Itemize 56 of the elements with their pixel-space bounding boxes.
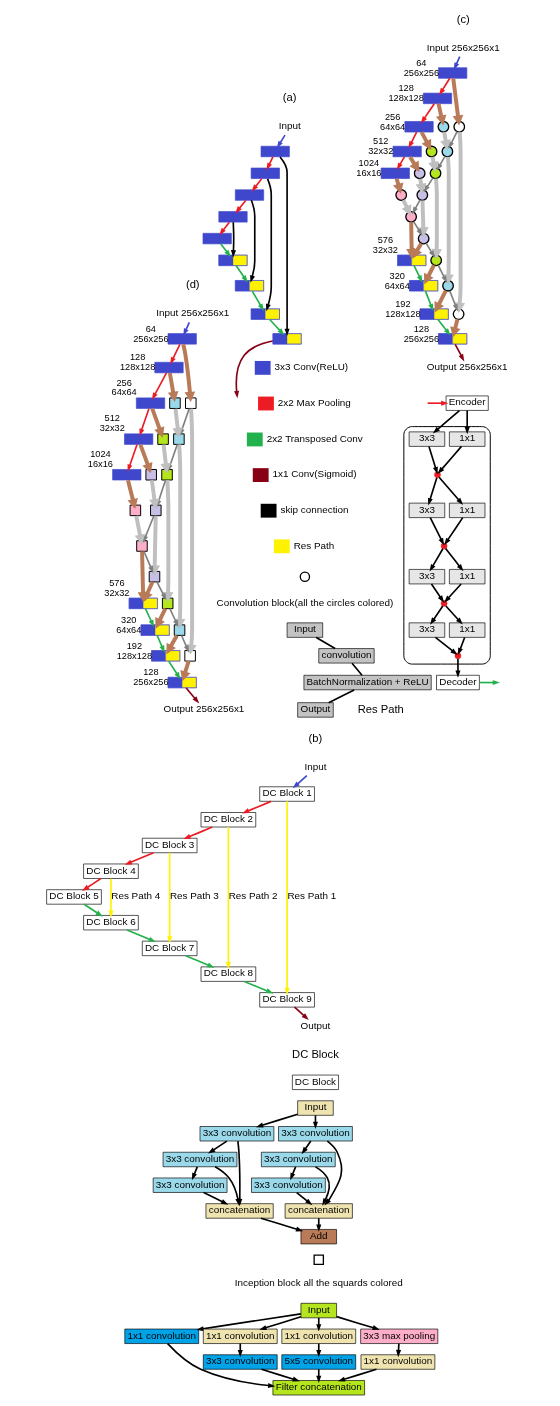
legend-label: Convolution block(all the circles colored): [216, 596, 394, 608]
node-label: 32x32: [368, 146, 394, 157]
edge-label: Res Path 3: [169, 890, 219, 902]
node-label: 256: [384, 111, 401, 122]
edge-label: Res Path 4: [111, 890, 161, 902]
node-label: 128: [143, 667, 159, 678]
node-label: 128: [413, 323, 430, 334]
node-label: 32x32: [372, 244, 398, 255]
node-label: 64x64: [116, 624, 142, 635]
label: (d): [185, 278, 200, 291]
node-text: Output 256x256x1: [163, 703, 245, 715]
legend-label: 3x3 Conv(ReLU): [274, 361, 349, 373]
node-label: 128: [398, 83, 414, 94]
label: Res Path: [357, 702, 404, 715]
node-label: 512: [104, 413, 120, 424]
node-label: 64: [416, 57, 427, 68]
node-text: Input: [278, 120, 301, 132]
node-label: 256x256: [133, 333, 169, 344]
node-label: 128x128: [385, 308, 421, 319]
legend-label: 2x2 Max Pooling: [277, 396, 351, 408]
node-label: 320: [389, 270, 405, 281]
label: (a): [282, 91, 297, 104]
node-label: 256x256: [133, 677, 169, 688]
node-label: 64: [145, 323, 156, 334]
legend-label: Res Path: [293, 539, 335, 551]
node-label: 64x64: [380, 121, 406, 132]
node-label: 576: [109, 577, 125, 588]
node-label: 128: [129, 352, 146, 363]
legend-label: Inception block all the squards colored: [234, 1277, 403, 1289]
label: (b): [308, 731, 323, 744]
label: DC Block: [292, 1047, 339, 1060]
node-label: 256: [116, 377, 132, 388]
node-text: Output 256x256x1: [426, 360, 508, 372]
node-label: 512: [373, 136, 389, 147]
node-label: 320: [121, 614, 137, 625]
node-label: 32x32: [104, 587, 130, 598]
legend-label: 2x2 Transposed Conv: [266, 432, 363, 444]
node-text: Input 256x256x1: [156, 307, 230, 319]
node-label: 16x16: [356, 168, 382, 179]
node-text: Output: [300, 1019, 331, 1031]
node-label: 192: [395, 298, 411, 309]
node-label: 1024: [90, 449, 111, 460]
legend-label: 1x1 Conv(Sigmoid): [272, 468, 357, 480]
node-label: 576: [377, 234, 394, 245]
node-label: 64x64: [111, 387, 137, 398]
node-label: 1024: [358, 158, 380, 169]
legend-label: skip connection: [280, 504, 349, 516]
node-label: 16x16: [87, 458, 113, 469]
node-label: 192: [126, 640, 143, 651]
label: (c): [456, 12, 470, 25]
node-text: Input 256x256x1: [426, 41, 500, 53]
edge-label: Res Path 1: [287, 890, 337, 902]
node-label: 128x128: [119, 362, 156, 373]
node-label: 32x32: [99, 423, 125, 434]
edge-label: Res Path 2: [228, 890, 278, 902]
node-text: Input: [304, 760, 327, 772]
